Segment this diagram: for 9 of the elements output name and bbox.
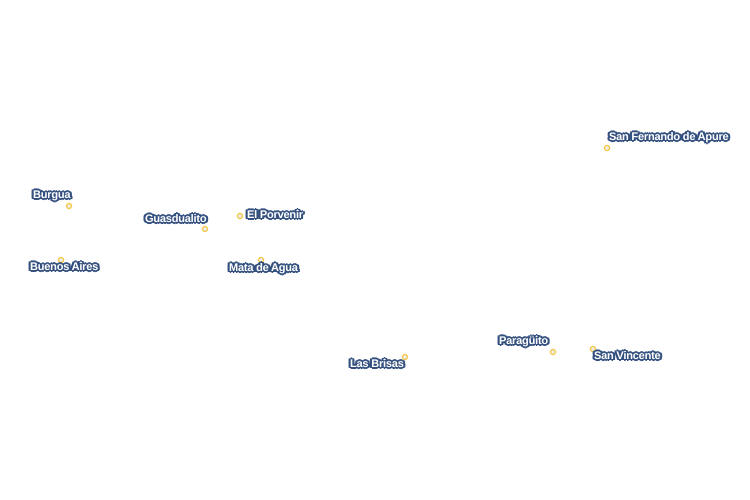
place-name: Las Brisas (350, 358, 404, 371)
place-name: Guasdualito (145, 213, 206, 226)
place-name: Mata de Agua (229, 262, 298, 275)
place-name: Burgua (33, 189, 70, 202)
place-name: Buenos Aires (30, 261, 98, 274)
place-name: Paragüito (499, 335, 548, 348)
place-name: El Porvenir (247, 209, 303, 222)
place-name: San Vincente (594, 350, 660, 363)
place-name: San Fernando de Apure (609, 131, 728, 144)
